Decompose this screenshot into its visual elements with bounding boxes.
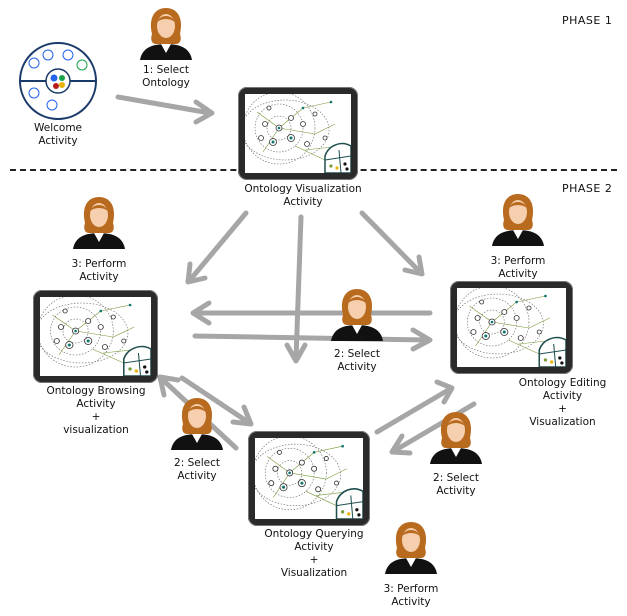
arrow-welcome-to-visualization (115, 94, 215, 125)
visualization-line-2: Activity (283, 196, 323, 208)
select-right-line-1: 2: Select (433, 472, 479, 484)
arrow-querying-to-editing (374, 379, 455, 435)
editing-line-4: Visualization (529, 416, 596, 428)
browsing-line-3: + (91, 411, 101, 423)
querying-line-4: Visualization (280, 567, 348, 579)
phase-2-label: PHASE 2 (562, 182, 613, 195)
querying-tablet[interactable] (248, 431, 370, 526)
perform-right-line-2: Activity (498, 268, 538, 280)
editing-line-2: Activity (542, 390, 583, 402)
editing-tablet[interactable] (450, 281, 573, 374)
welcome-line-2: Activity (38, 135, 78, 147)
user-avatar-icon (381, 520, 441, 574)
querying-activity-label: Ontology Querying Activity + Visualizati… (244, 528, 384, 580)
user-avatar-icon (327, 287, 387, 341)
select-left-line-2: Activity (177, 470, 217, 482)
user-label-perform-bottom: 3: Perform Activity (371, 583, 451, 609)
browsing-tablet[interactable] (33, 290, 158, 383)
welcome-line-1: Welcome (33, 122, 83, 134)
user-avatar-icon (69, 195, 129, 249)
perform-bottom-line-2: Activity (391, 596, 431, 608)
user-label-select-ontology: 1: Select Ontology (126, 64, 206, 90)
select-ontology-line-1: 1: Select (143, 64, 189, 76)
ontology-graph-icon (245, 94, 351, 173)
user-avatar-icon (136, 6, 196, 60)
welcome-circle-icon[interactable] (18, 41, 98, 121)
select-left-line-1: 2: Select (174, 457, 220, 469)
user-avatar-icon (426, 410, 486, 464)
querying-line-3: + (309, 554, 319, 566)
ontology-graph-icon (255, 438, 363, 519)
user-label-perform-right: 3: Perform Activity (478, 255, 558, 281)
perform-left-line-1: 3: Perform (71, 258, 127, 270)
welcome-activity-label: Welcome Activity (18, 122, 98, 148)
select-ontology-line-2: Ontology (142, 77, 190, 89)
select-center-line-2: Activity (337, 361, 377, 373)
arrow-visualization-to-browsing (185, 210, 249, 285)
browsing-line-4: visualization (63, 424, 129, 436)
browsing-line-1: Ontology Browsing (46, 385, 146, 397)
browsing-activity-label: Ontology Browsing Activity + visualizati… (26, 385, 166, 437)
user-label-select-right: 2: Select Activity (416, 472, 496, 498)
ontology-graph-icon (457, 288, 566, 367)
querying-line-1: Ontology Querying (264, 528, 364, 540)
visualization-activity-label: Ontology Visualization Activity (228, 183, 378, 209)
editing-activity-label: Ontology Editing Activity + Visualizatio… (500, 377, 625, 429)
user-avatar-icon (488, 192, 548, 246)
editing-line-3: + (558, 403, 567, 415)
user-label-select-left: 2: Select Activity (157, 457, 237, 483)
arrow-editing-to-browsing (190, 300, 433, 326)
arrow-browsing-to-querying (179, 375, 254, 427)
perform-right-line-1: 3: Perform (490, 255, 546, 267)
editing-line-1: Ontology Editing (518, 377, 607, 389)
arrow-visualization-to-editing (359, 210, 425, 277)
user-label-select-center: 2: Select Activity (317, 348, 397, 374)
arrow-editing-to-querying (389, 401, 477, 456)
querying-line-2: Activity (294, 541, 334, 553)
visualization-tablet[interactable] (238, 87, 358, 180)
browsing-line-2: Activity (76, 398, 116, 410)
user-avatar-icon (167, 396, 227, 450)
user-label-perform-left: 3: Perform Activity (59, 258, 139, 284)
select-right-line-2: Activity (436, 485, 476, 497)
ontology-graph-icon (40, 297, 151, 376)
select-center-line-1: 2: Select (334, 348, 380, 360)
perform-bottom-line-1: 3: Perform (383, 583, 439, 595)
perform-left-line-2: Activity (79, 271, 119, 283)
arrow-browsing-to-editing (192, 327, 433, 352)
phase-1-label: PHASE 1 (562, 14, 613, 27)
visualization-line-1: Ontology Visualization (244, 183, 362, 195)
